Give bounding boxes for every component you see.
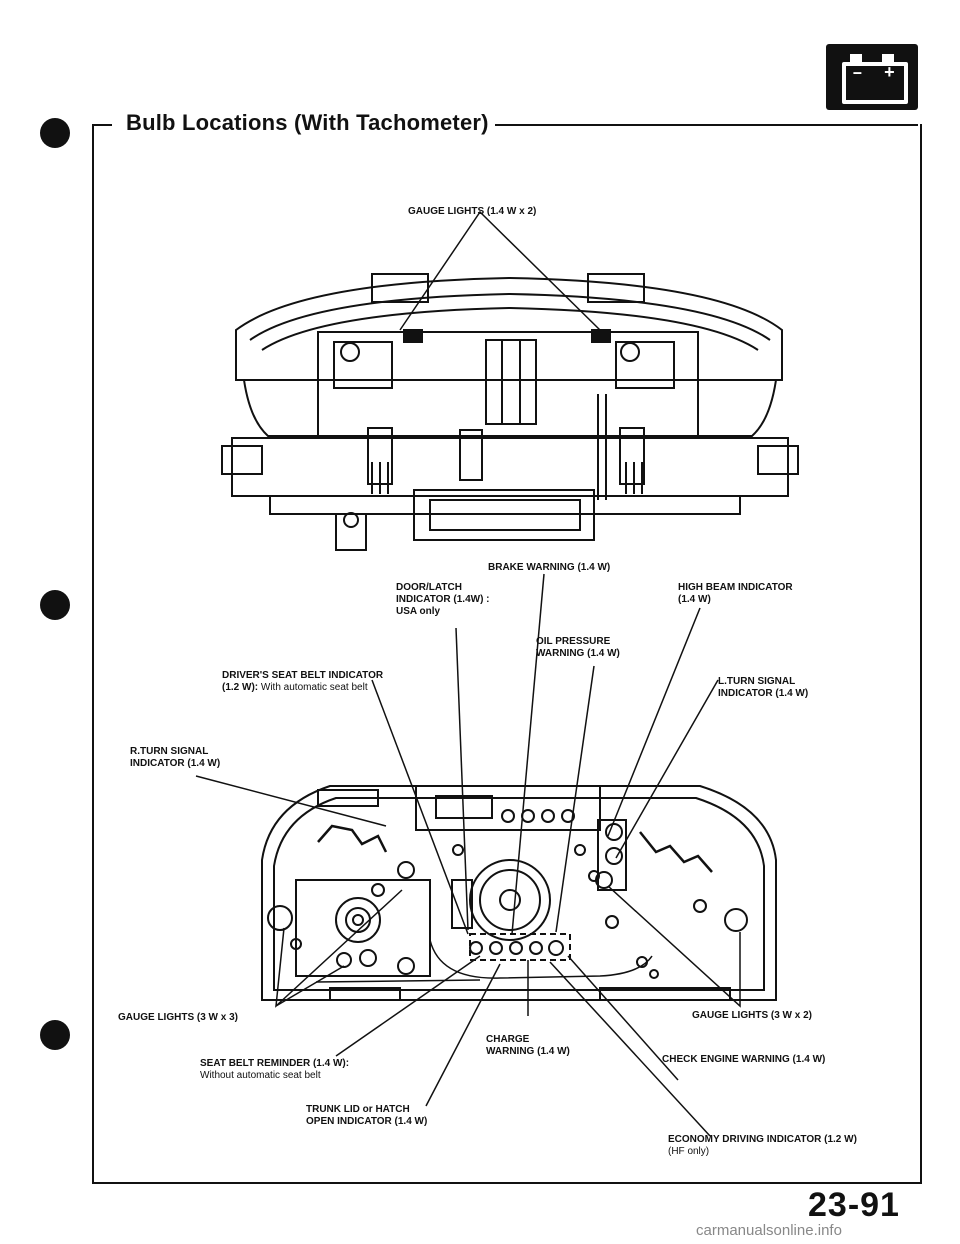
battery-plus-icon: +	[884, 64, 895, 84]
label-oil-pressure: OIL PRESSURE WARNING (1.4 W)	[536, 636, 620, 659]
binder-hole-icon	[40, 118, 70, 148]
leader-lines	[195, 573, 741, 1137]
cluster-front-view	[261, 785, 777, 1001]
label-brake-warning: BRAKE WARNING (1.4 W)	[488, 562, 611, 573]
label-driver-seat-belt: DRIVER'S SEAT BELT INDICATOR (1.2 W): Wi…	[222, 670, 384, 693]
label-high-beam: HIGH BEAM INDICATOR (1.4 W)	[678, 582, 793, 605]
label-trunk-lid: TRUNK LID or HATCH OPEN INDICATOR (1.4 W…	[306, 1104, 428, 1127]
label-charge-warning: CHARGE WARNING (1.4 W)	[486, 1034, 570, 1057]
binder-hole-icon	[40, 1020, 70, 1050]
binder-hole-icon	[40, 590, 70, 620]
battery-minus-icon: –	[852, 64, 863, 84]
watermark: carmanualsonline.info	[696, 1222, 842, 1239]
label-gauge-lights-left: GAUGE LIGHTS (3 W x 3)	[118, 1012, 239, 1023]
section-title: Bulb Locations (With Tachometer)	[120, 110, 495, 136]
section-frame	[92, 124, 922, 1184]
cluster-rear-view	[221, 273, 799, 551]
battery-icon: – +	[826, 44, 918, 110]
label-l-turn-signal: L.TURN SIGNAL INDICATOR (1.4 W)	[718, 676, 809, 699]
label-door-latch: DOOR/LATCH INDICATOR (1.4W) : USA only	[396, 582, 490, 617]
label-economy-driving: ECONOMY DRIVING INDICATOR (1.2 W) (HF on…	[668, 1134, 857, 1157]
label-check-engine: CHECK ENGINE WARNING (1.4 W)	[662, 1054, 826, 1065]
label-gauge-lights-right: GAUGE LIGHTS (3 W x 2)	[692, 1010, 813, 1021]
page-number: 23-91	[808, 1186, 900, 1224]
label-r-turn-signal: R.TURN SIGNAL INDICATOR (1.4 W)	[130, 746, 221, 769]
label-gauge-lights-top: GAUGE LIGHTS (1.4 W x 2)	[408, 206, 537, 217]
label-seat-belt-reminder: SEAT BELT REMINDER (1.4 W): Without auto…	[200, 1058, 350, 1081]
